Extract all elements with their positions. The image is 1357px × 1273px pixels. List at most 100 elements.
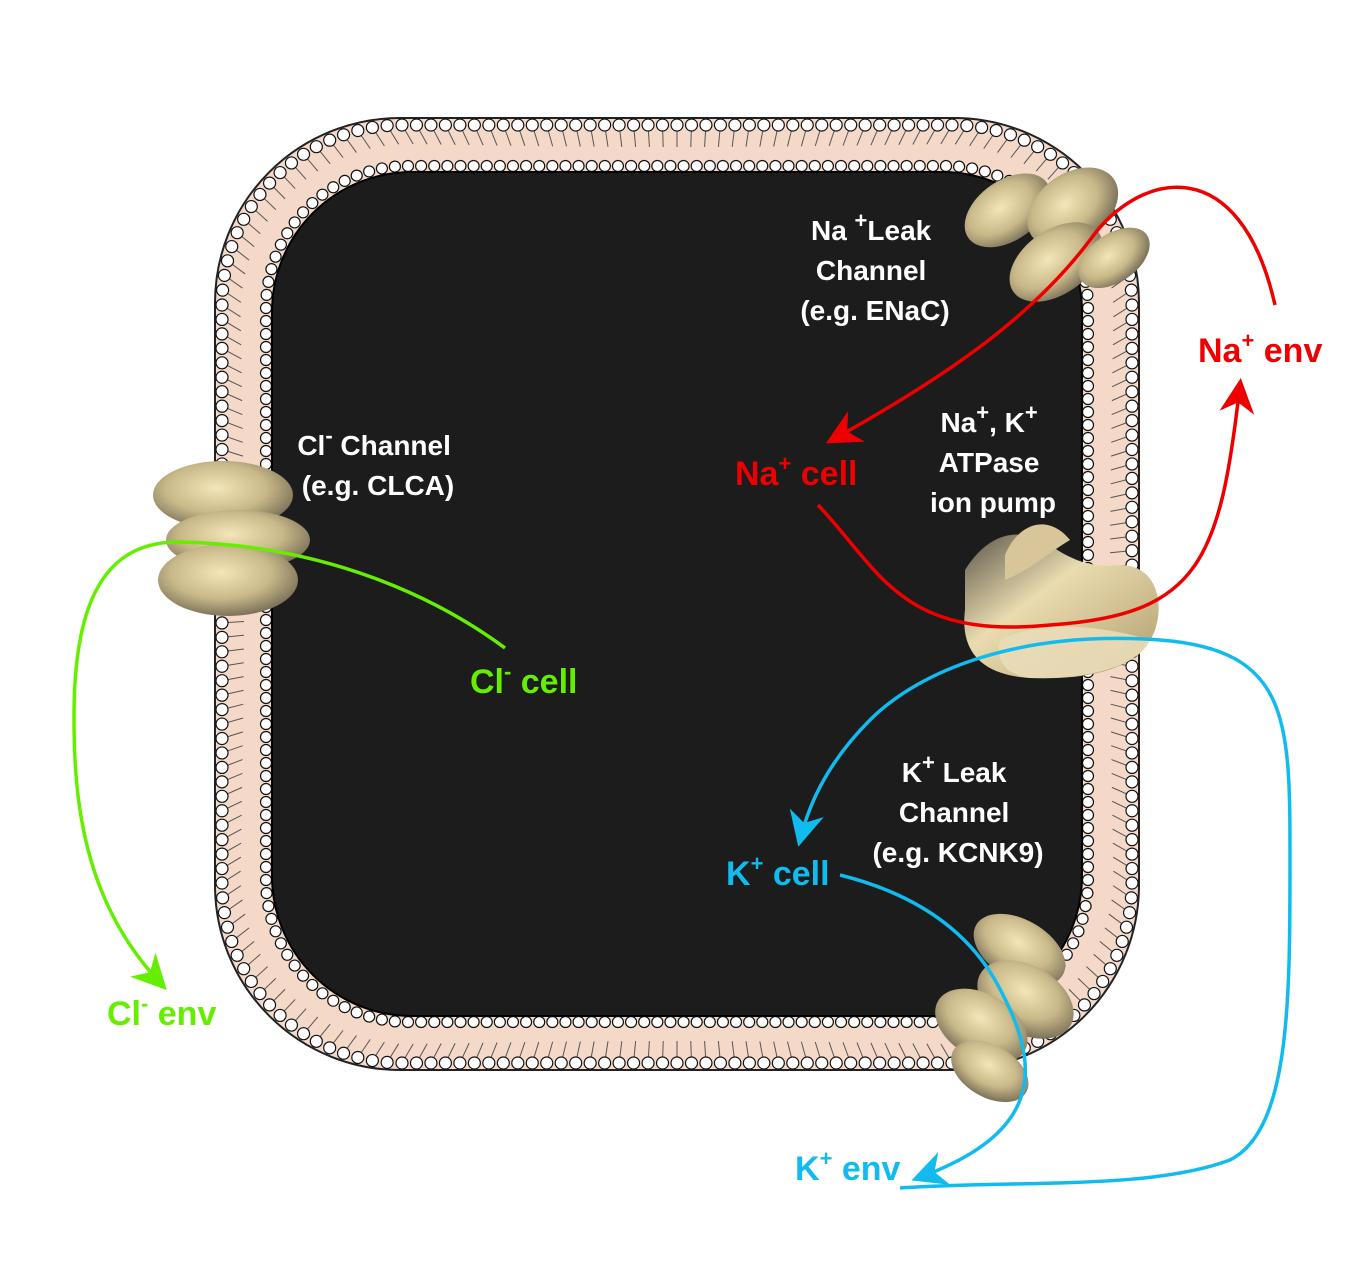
phospholipid-head-inner <box>729 1015 743 1029</box>
phospholipid-head-inner <box>756 159 769 173</box>
k-cell-rest: cell <box>763 855 829 893</box>
phospholipid-head-outer <box>1125 327 1139 341</box>
phospholipid-head-inner <box>913 159 926 173</box>
phospholipid-head-inner <box>454 159 467 173</box>
phospholipid-head-outer <box>655 118 670 132</box>
phospholipid-head-outer <box>771 1056 785 1070</box>
phospholipid-head-outer <box>1119 920 1134 934</box>
cl-env-base: Cl <box>107 995 141 1033</box>
phospholipid-head-outer <box>598 118 612 132</box>
phospholipid-head-inner <box>769 159 782 173</box>
phospholipid-head-outer <box>569 118 583 132</box>
phospholipid-head-outer <box>873 118 887 132</box>
phospholipid-head-inner <box>651 159 664 173</box>
phospholipid-head-inner <box>296 969 310 982</box>
phospholipid-head-inner <box>638 1015 651 1029</box>
phospholipid-head-outer <box>453 118 467 132</box>
phospholipid-head-inner <box>262 899 275 913</box>
phospholipid-head-outer <box>409 1056 424 1070</box>
phospholipid-head-inner <box>1081 509 1095 523</box>
phospholipid-head-inner <box>1081 522 1095 536</box>
phospholipid-head-outer <box>296 147 311 161</box>
phospholipid-head-inner <box>259 353 273 367</box>
k-leak-line2: Channel <box>899 797 1009 828</box>
phospholipid-head-outer <box>930 118 945 132</box>
na-env-rest: env <box>1254 332 1322 370</box>
phospholipid-head-inner <box>782 1015 795 1029</box>
phospholipid-head-outer <box>858 118 872 132</box>
cl-line1-a: Cl <box>297 430 325 461</box>
phospholipid-head-inner <box>259 782 273 796</box>
phospholipid-head-outer <box>365 120 379 135</box>
na-leak-channel-protein <box>964 167 1150 302</box>
phospholipid-head-outer <box>1125 847 1139 861</box>
phospholipid-head-outer <box>742 118 756 132</box>
phospholipid-head-outer <box>215 616 229 630</box>
k-leak-channel-protein <box>935 913 1074 1103</box>
phospholipid-head-inner <box>375 1013 389 1026</box>
phospholipid-head-inner <box>769 1015 782 1029</box>
phospholipid-head-inner <box>1081 483 1095 497</box>
na-leak-line1-b: Leak <box>867 215 931 246</box>
phospholipid-head-inner <box>316 987 329 1000</box>
phospholipid-head-outer <box>930 1056 945 1070</box>
phospholipid-head-inner <box>441 159 454 173</box>
phospholipid-head-outer <box>525 1056 539 1070</box>
phospholipid-head-outer <box>1125 471 1139 485</box>
phospholipid-head-inner <box>1081 847 1095 861</box>
phospholipid-head-outer <box>1103 962 1117 976</box>
phospholipid-head-outer <box>262 176 277 190</box>
phospholipid-head-outer <box>244 199 258 214</box>
phospholipid-head-inner <box>519 159 533 173</box>
phospholipid-head-outer <box>1125 760 1139 775</box>
phospholipid-head-inner <box>259 691 273 705</box>
phospholipid-head-inner <box>259 613 273 627</box>
phospholipid-head-outer <box>742 1056 756 1070</box>
phospholipid-head-inner <box>259 301 273 315</box>
phospholipid-head-outer <box>453 1056 467 1070</box>
phospholipid-head-inner <box>1081 704 1095 718</box>
phospholipid-head-outer <box>351 1050 365 1065</box>
phospholipid-head-inner <box>269 250 282 263</box>
phospholipid-head-outer <box>1125 674 1139 688</box>
phospholipid-head-inner <box>1081 301 1095 315</box>
phospholipid-head-inner <box>533 1015 546 1029</box>
phospholipid-head-inner <box>611 159 625 173</box>
phospholipid-head-outer <box>786 118 800 132</box>
phospholipid-head-outer <box>829 1056 843 1070</box>
na-leak-line3: (e.g. ENaC) <box>800 295 949 326</box>
phospholipid-head-outer <box>323 1041 337 1055</box>
phospholipid-head-outer <box>1125 833 1139 847</box>
phospholipid-head-inner <box>401 1015 415 1029</box>
phospholipid-head-outer <box>217 906 232 920</box>
phospholipid-head-inner <box>428 159 441 173</box>
phospholipid-head-outer <box>253 986 267 1001</box>
phospholipid-head-outer <box>244 974 258 989</box>
phospholipid-head-outer <box>215 414 229 428</box>
phospholipid-head-outer <box>215 327 229 341</box>
pump-line1-b: , K <box>989 407 1025 438</box>
phospholipid-head-outer <box>1115 934 1129 949</box>
phospholipid-head-inner <box>259 704 273 718</box>
phospholipid-head-outer <box>1110 948 1124 962</box>
phospholipid-head-inner <box>259 314 273 328</box>
phospholipid-head-inner <box>965 162 979 175</box>
phospholipid-head-inner <box>259 821 273 835</box>
phospholipid-head-inner <box>259 756 273 770</box>
phospholipid-head-inner <box>939 159 953 173</box>
phospholipid-head-outer <box>496 118 510 132</box>
phospholipid-head-inner <box>900 159 913 173</box>
phospholipid-head-outer <box>844 1056 858 1070</box>
phospholipid-head-outer <box>1124 891 1138 905</box>
phospholipid-head-outer <box>540 1056 554 1070</box>
phospholipid-head-inner <box>1081 795 1095 809</box>
phospholipid-head-outer <box>215 789 229 803</box>
phospholipid-head-outer <box>655 1056 670 1070</box>
phospholipid-head-outer <box>511 1056 525 1070</box>
phospholipid-head-outer <box>215 688 229 702</box>
phospholipid-head-outer <box>225 934 239 949</box>
phospholipid-head-outer <box>1125 731 1139 746</box>
phospholipid-head-inner <box>533 159 546 173</box>
phospholipid-head-inner <box>259 405 273 419</box>
phospholipid-head-inner <box>782 159 795 173</box>
